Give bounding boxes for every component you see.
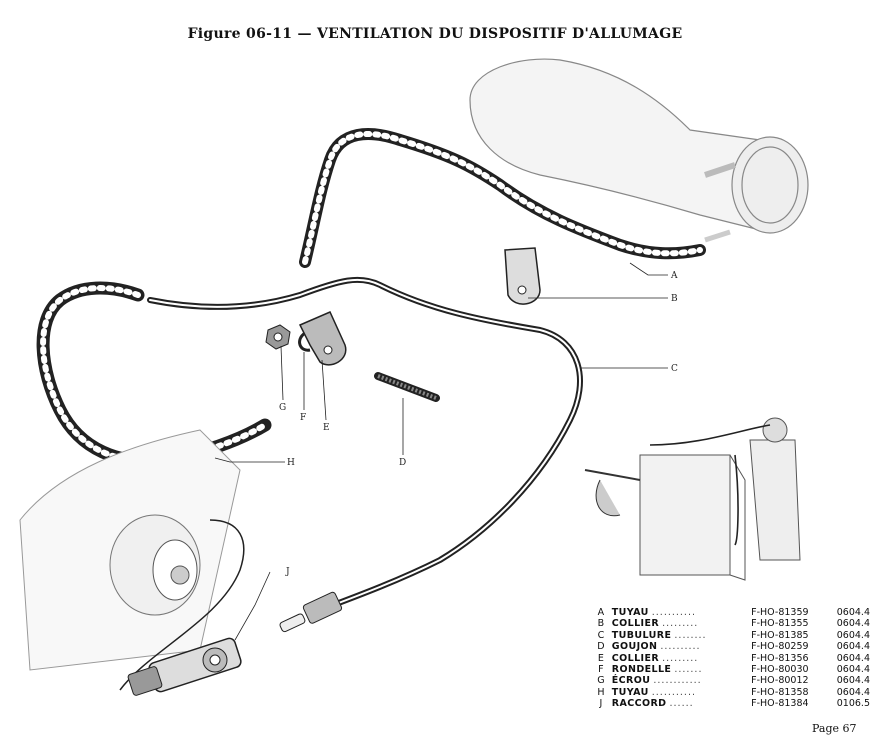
callout-e: E	[323, 423, 330, 433]
part-code: 0604.4	[836, 607, 870, 618]
part-name: ÉCROU	[611, 675, 651, 687]
part-letter: A	[597, 607, 605, 618]
engine-inset	[584, 417, 801, 581]
part-letter: H	[597, 686, 605, 698]
callout-g: G	[279, 403, 286, 413]
part-ref: F-HO-80030	[751, 664, 809, 676]
air-filter-housing	[469, 58, 809, 243]
part-letter: D	[597, 641, 605, 653]
part-ref: F-HO-81359	[751, 607, 809, 618]
callout-c: C	[671, 364, 678, 374]
part-code: 0604.4	[836, 618, 870, 630]
collar-b	[504, 247, 541, 305]
tube-c-fitting	[279, 591, 343, 633]
part-name: TUYAU	[611, 686, 649, 698]
part-ref: F-HO-81355	[751, 618, 809, 630]
union-fitting-j	[127, 637, 242, 696]
part-name: TUYAU	[611, 607, 649, 618]
part-code: 0604.4	[836, 652, 870, 664]
fitting-path-arrow	[119, 519, 245, 691]
part-name: GOUJON	[611, 641, 658, 653]
part-letter: E	[597, 652, 604, 664]
part-code: 0106.5	[836, 698, 870, 710]
part-ref: F-HO-81356	[751, 652, 809, 664]
callout-b: B	[671, 294, 678, 304]
cowl-panel	[19, 429, 241, 671]
part-ref: F-HO-81385	[751, 629, 809, 641]
part-code: 0604.4	[836, 629, 870, 641]
part-ref: F-HO-80012	[751, 675, 809, 687]
stud-d	[374, 372, 440, 402]
part-ref: F-HO-80259	[751, 641, 809, 653]
callout-f: F	[300, 413, 306, 423]
callout-d: D	[399, 458, 406, 468]
part-letter: J	[599, 698, 603, 710]
washer-f	[298, 331, 311, 352]
part-name: COLLIER	[611, 652, 660, 664]
nut-g	[265, 324, 291, 350]
callout-h: H	[287, 458, 295, 468]
figure-title: Figure 06-11 — VENTILATION DU DISPOSITIF…	[187, 26, 683, 42]
part-ref: F-HO-81358	[751, 686, 809, 698]
part-code: 0604.4	[836, 686, 870, 698]
part-name: RACCORD	[611, 698, 667, 710]
part-code: 0604.4	[836, 675, 870, 687]
callout-a: A	[670, 271, 678, 281]
part-name: RONDELLE	[611, 664, 672, 676]
callout-j: J	[285, 567, 290, 577]
part-letter: G	[597, 675, 605, 687]
collar-e	[298, 311, 347, 366]
part-name: COLLIER	[611, 618, 660, 630]
page-number: Page 67	[812, 722, 857, 735]
part-letter: B	[597, 618, 605, 630]
part-code: 0604.4	[836, 664, 870, 676]
part-letter: F	[598, 664, 604, 676]
part-code: 0604.4	[836, 641, 870, 653]
part-name: TUBULURE	[611, 629, 672, 641]
part-letter: C	[597, 629, 605, 641]
callout-leaders	[214, 262, 668, 641]
part-ref: F-HO-81384	[751, 698, 809, 710]
